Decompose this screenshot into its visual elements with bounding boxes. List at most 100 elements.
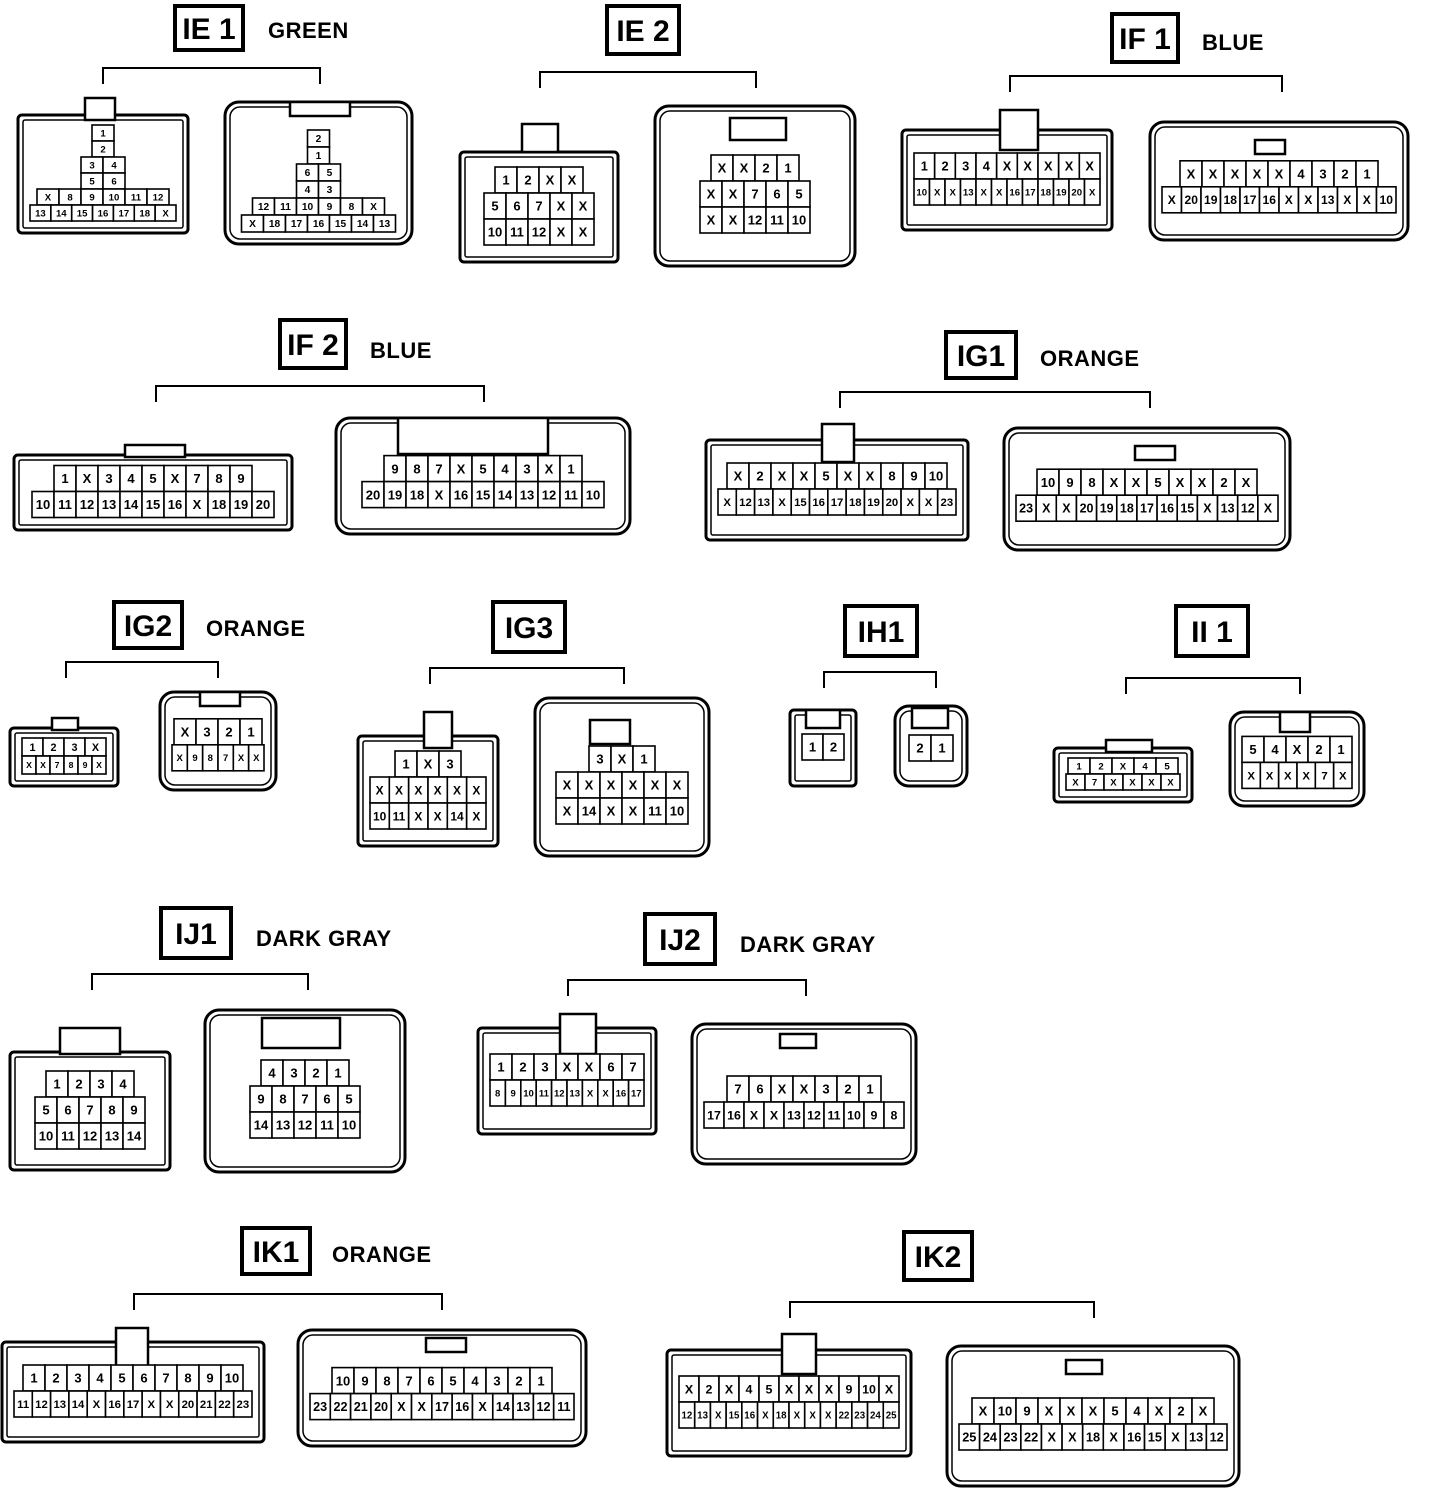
- ih1-code-label: IH1: [858, 616, 905, 649]
- ik1-a-latch: [114, 1326, 150, 1370]
- ie2-b-pin-label: 2: [762, 161, 769, 176]
- ik2-b-pin-label: 5: [1111, 1404, 1118, 1419]
- ig1-a-pin-label: 18: [849, 497, 862, 509]
- ig1-b-pin-label: X: [1132, 475, 1141, 490]
- ig3-a-pin-cell: [465, 802, 487, 830]
- if1-b-pin-label: 19: [1204, 193, 1218, 207]
- if1-code-label: IF 1: [1119, 23, 1171, 56]
- ij1-a-pin-label: 5: [42, 1103, 49, 1118]
- ij1-b-pin-label: 1: [334, 1066, 341, 1081]
- ih1-pair-bracket: [823, 671, 937, 688]
- if2-a-pin-label: 12: [80, 497, 94, 512]
- ih1-b-latch: [910, 706, 950, 730]
- ie1-a-pin-label: 4: [111, 160, 117, 171]
- ie2-a-pin-label: 11: [510, 225, 524, 240]
- ik2-a-pin-label: X: [685, 1382, 694, 1396]
- if1-a-pin-cell: [1083, 178, 1101, 206]
- ig3-b-pin-label: X: [673, 778, 682, 793]
- ik1-a-pin-label: 7: [162, 1371, 169, 1386]
- ik1-code-label: IK1: [253, 1236, 300, 1269]
- if1-b-latch: [1253, 138, 1287, 156]
- ik2-b-pin-label: 4: [1133, 1404, 1141, 1419]
- if2-a-pin-label: 16: [168, 497, 182, 512]
- ie2-a-pin-cell: [571, 218, 595, 246]
- ig1-a-pin-label: 23: [941, 497, 954, 509]
- ig2-b-pin-cell: [247, 743, 265, 772]
- ie1-a-pin-label: 17: [119, 208, 130, 219]
- ig3-a-latch: [422, 710, 454, 750]
- if1-a-pin-label: 16: [1009, 187, 1020, 198]
- if1-a-pin-label: X: [1089, 187, 1096, 198]
- ig1-b-pin-cell: [1257, 494, 1279, 523]
- ie1-a-pin-cell: [154, 204, 177, 222]
- ij1-b-pin-label: 12: [298, 1118, 312, 1133]
- ig1-a-pin-label: 9: [910, 469, 917, 484]
- if2-b-pin-label: 13: [520, 487, 534, 502]
- ii1-a-pin-label: X: [1148, 777, 1155, 788]
- ij1-b-pin-label: 7: [301, 1092, 308, 1107]
- if1-a-pin-label: 18: [1040, 187, 1051, 198]
- if1-a-pin-label: X: [1065, 159, 1074, 174]
- ig1-a-latch: [820, 422, 856, 464]
- ij2-b-pin-label: 11: [827, 1108, 840, 1122]
- ig2-pair-bracket: [65, 661, 219, 678]
- ij2-a-pin-label: 10: [523, 1088, 534, 1099]
- ie2-a-pin-label: X: [568, 173, 577, 188]
- ij1-a-pin-label: 7: [86, 1103, 93, 1118]
- if2-a-pin-label: X: [83, 471, 92, 486]
- ik1-a-pin-label: 21: [200, 1399, 213, 1411]
- ie1-b-pin-cell: [372, 214, 397, 233]
- ie1-b-pin-label: 4: [305, 185, 311, 196]
- ig3-b-pin-label: X: [651, 778, 660, 793]
- ig1-a-pin-label: 2: [756, 469, 763, 484]
- ig2-b-pin-label: 3: [203, 724, 210, 739]
- ik1-b-pin-label: 5: [449, 1373, 456, 1388]
- ij2-b-inner-outline: [696, 1028, 912, 1160]
- ii1-b-pin-label: 5: [1249, 742, 1256, 757]
- ik1-b-inner-outline: [302, 1334, 582, 1442]
- ij1-b-pin-label: 9: [257, 1092, 264, 1107]
- ie1-a-pin-label: 16: [98, 208, 109, 219]
- ik1-a-pin-label: 2: [52, 1371, 59, 1386]
- ik2-b-pin-label: 25: [962, 1430, 976, 1445]
- if2-a-pin-label: 7: [193, 471, 200, 486]
- if1-b-pin-cell: [1375, 186, 1397, 214]
- ik1-a-pin-label: 17: [127, 1399, 140, 1411]
- ie1-b-pin-label: 17: [291, 219, 303, 230]
- ij1-a-latch: [58, 1026, 122, 1056]
- ig2-b-pin-label: 8: [208, 753, 213, 764]
- if1-b-pin-label: 2: [1341, 166, 1348, 181]
- ig1-a-pin-label: 8: [888, 469, 895, 484]
- ig2-a-pin-label: 7: [55, 760, 60, 770]
- ii1-b-pin-label: X: [1293, 742, 1302, 757]
- ie1-b-pin-label: 5: [327, 168, 333, 179]
- ig1-b-pin-label: X: [1242, 475, 1251, 490]
- ij1-a-pin-label: 14: [127, 1129, 142, 1144]
- ig2-a-pin-label: X: [26, 760, 32, 770]
- ik2-b-pin-label: 16: [1127, 1430, 1141, 1445]
- if2-b-pin-label: 19: [388, 487, 402, 502]
- ik2-b-pin-label: 12: [1210, 1430, 1224, 1445]
- ik2-a-pin-label: 23: [854, 1411, 865, 1422]
- ik2-a-pin-label: 4: [746, 1382, 753, 1396]
- ij1-b-pin-label: 5: [345, 1092, 352, 1107]
- ie2-b-pin-label: 5: [795, 187, 802, 202]
- ij1-b-pin-label: 13: [276, 1118, 290, 1133]
- if1-b-pin-label: X: [1187, 166, 1196, 181]
- ie1-b-pin-label: 11: [280, 202, 291, 213]
- ie1-b-pin-label: 14: [357, 219, 369, 230]
- ie1-b-pin-label: 13: [379, 219, 391, 230]
- ik2-a-pin-label: 25: [886, 1411, 897, 1422]
- if2-a-pin-label: 5: [149, 471, 156, 486]
- ij2-a-pin-label: 7: [629, 1060, 636, 1075]
- ig1-b-pin-label: 8: [1088, 475, 1095, 490]
- ig1-b-pin-label: 9: [1066, 475, 1073, 490]
- if1-b-inner-outline: [1154, 126, 1404, 236]
- if2-b-pin-label: 12: [542, 487, 556, 502]
- ii1-a-pin-label: X: [1167, 777, 1174, 788]
- ik1-a-pin-label: 4: [96, 1371, 104, 1386]
- ik1-b-pin-label: 23: [313, 1400, 327, 1414]
- ig1-b-pin-label: 13: [1221, 502, 1235, 516]
